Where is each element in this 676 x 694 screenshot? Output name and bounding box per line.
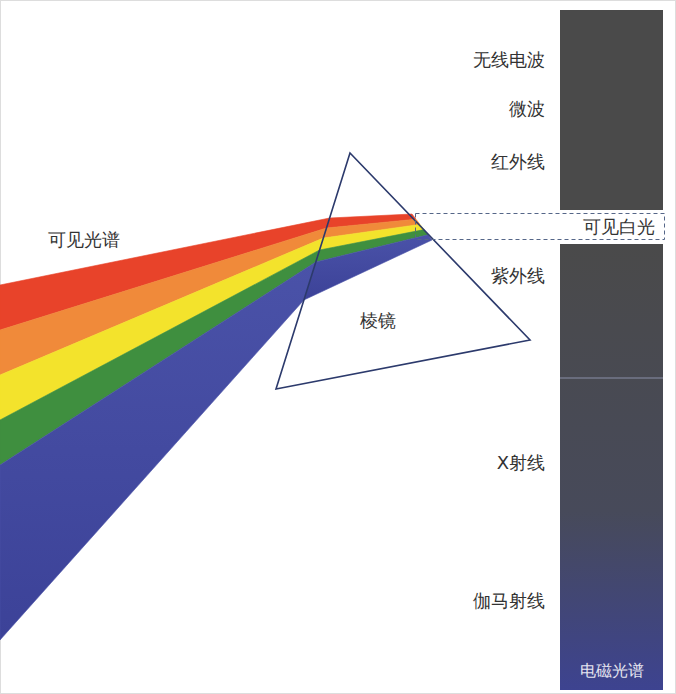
spectrum-beams — [0, 214, 432, 640]
spectrum-label: 可见光谱 — [48, 228, 120, 252]
band-label: 伽马射线 — [473, 589, 545, 613]
color-band — [304, 235, 432, 300]
bar-divider — [560, 378, 663, 379]
prism-triangle: 棱镜 — [276, 153, 530, 389]
dashed-outline — [416, 214, 665, 240]
band-label: 微波 — [509, 97, 545, 121]
node-label: 电磁光谱 — [580, 661, 644, 682]
color-band — [0, 262, 316, 640]
node-label: 棱镜 — [360, 309, 396, 333]
spectrum-bar: 电磁光谱 — [560, 10, 663, 690]
band-label: 红外线 — [491, 150, 545, 174]
band-label: X射线 — [497, 451, 545, 475]
prism-shape — [276, 153, 530, 389]
node-label: 可见白光 — [583, 215, 655, 239]
band-label: 无线电波 — [473, 48, 545, 72]
white-light-box: 可见白光 — [415, 213, 665, 240]
bar-segment — [560, 244, 663, 690]
bar-shape — [560, 10, 663, 690]
band-label: 紫外线 — [491, 264, 545, 288]
bar-segment — [560, 10, 663, 210]
